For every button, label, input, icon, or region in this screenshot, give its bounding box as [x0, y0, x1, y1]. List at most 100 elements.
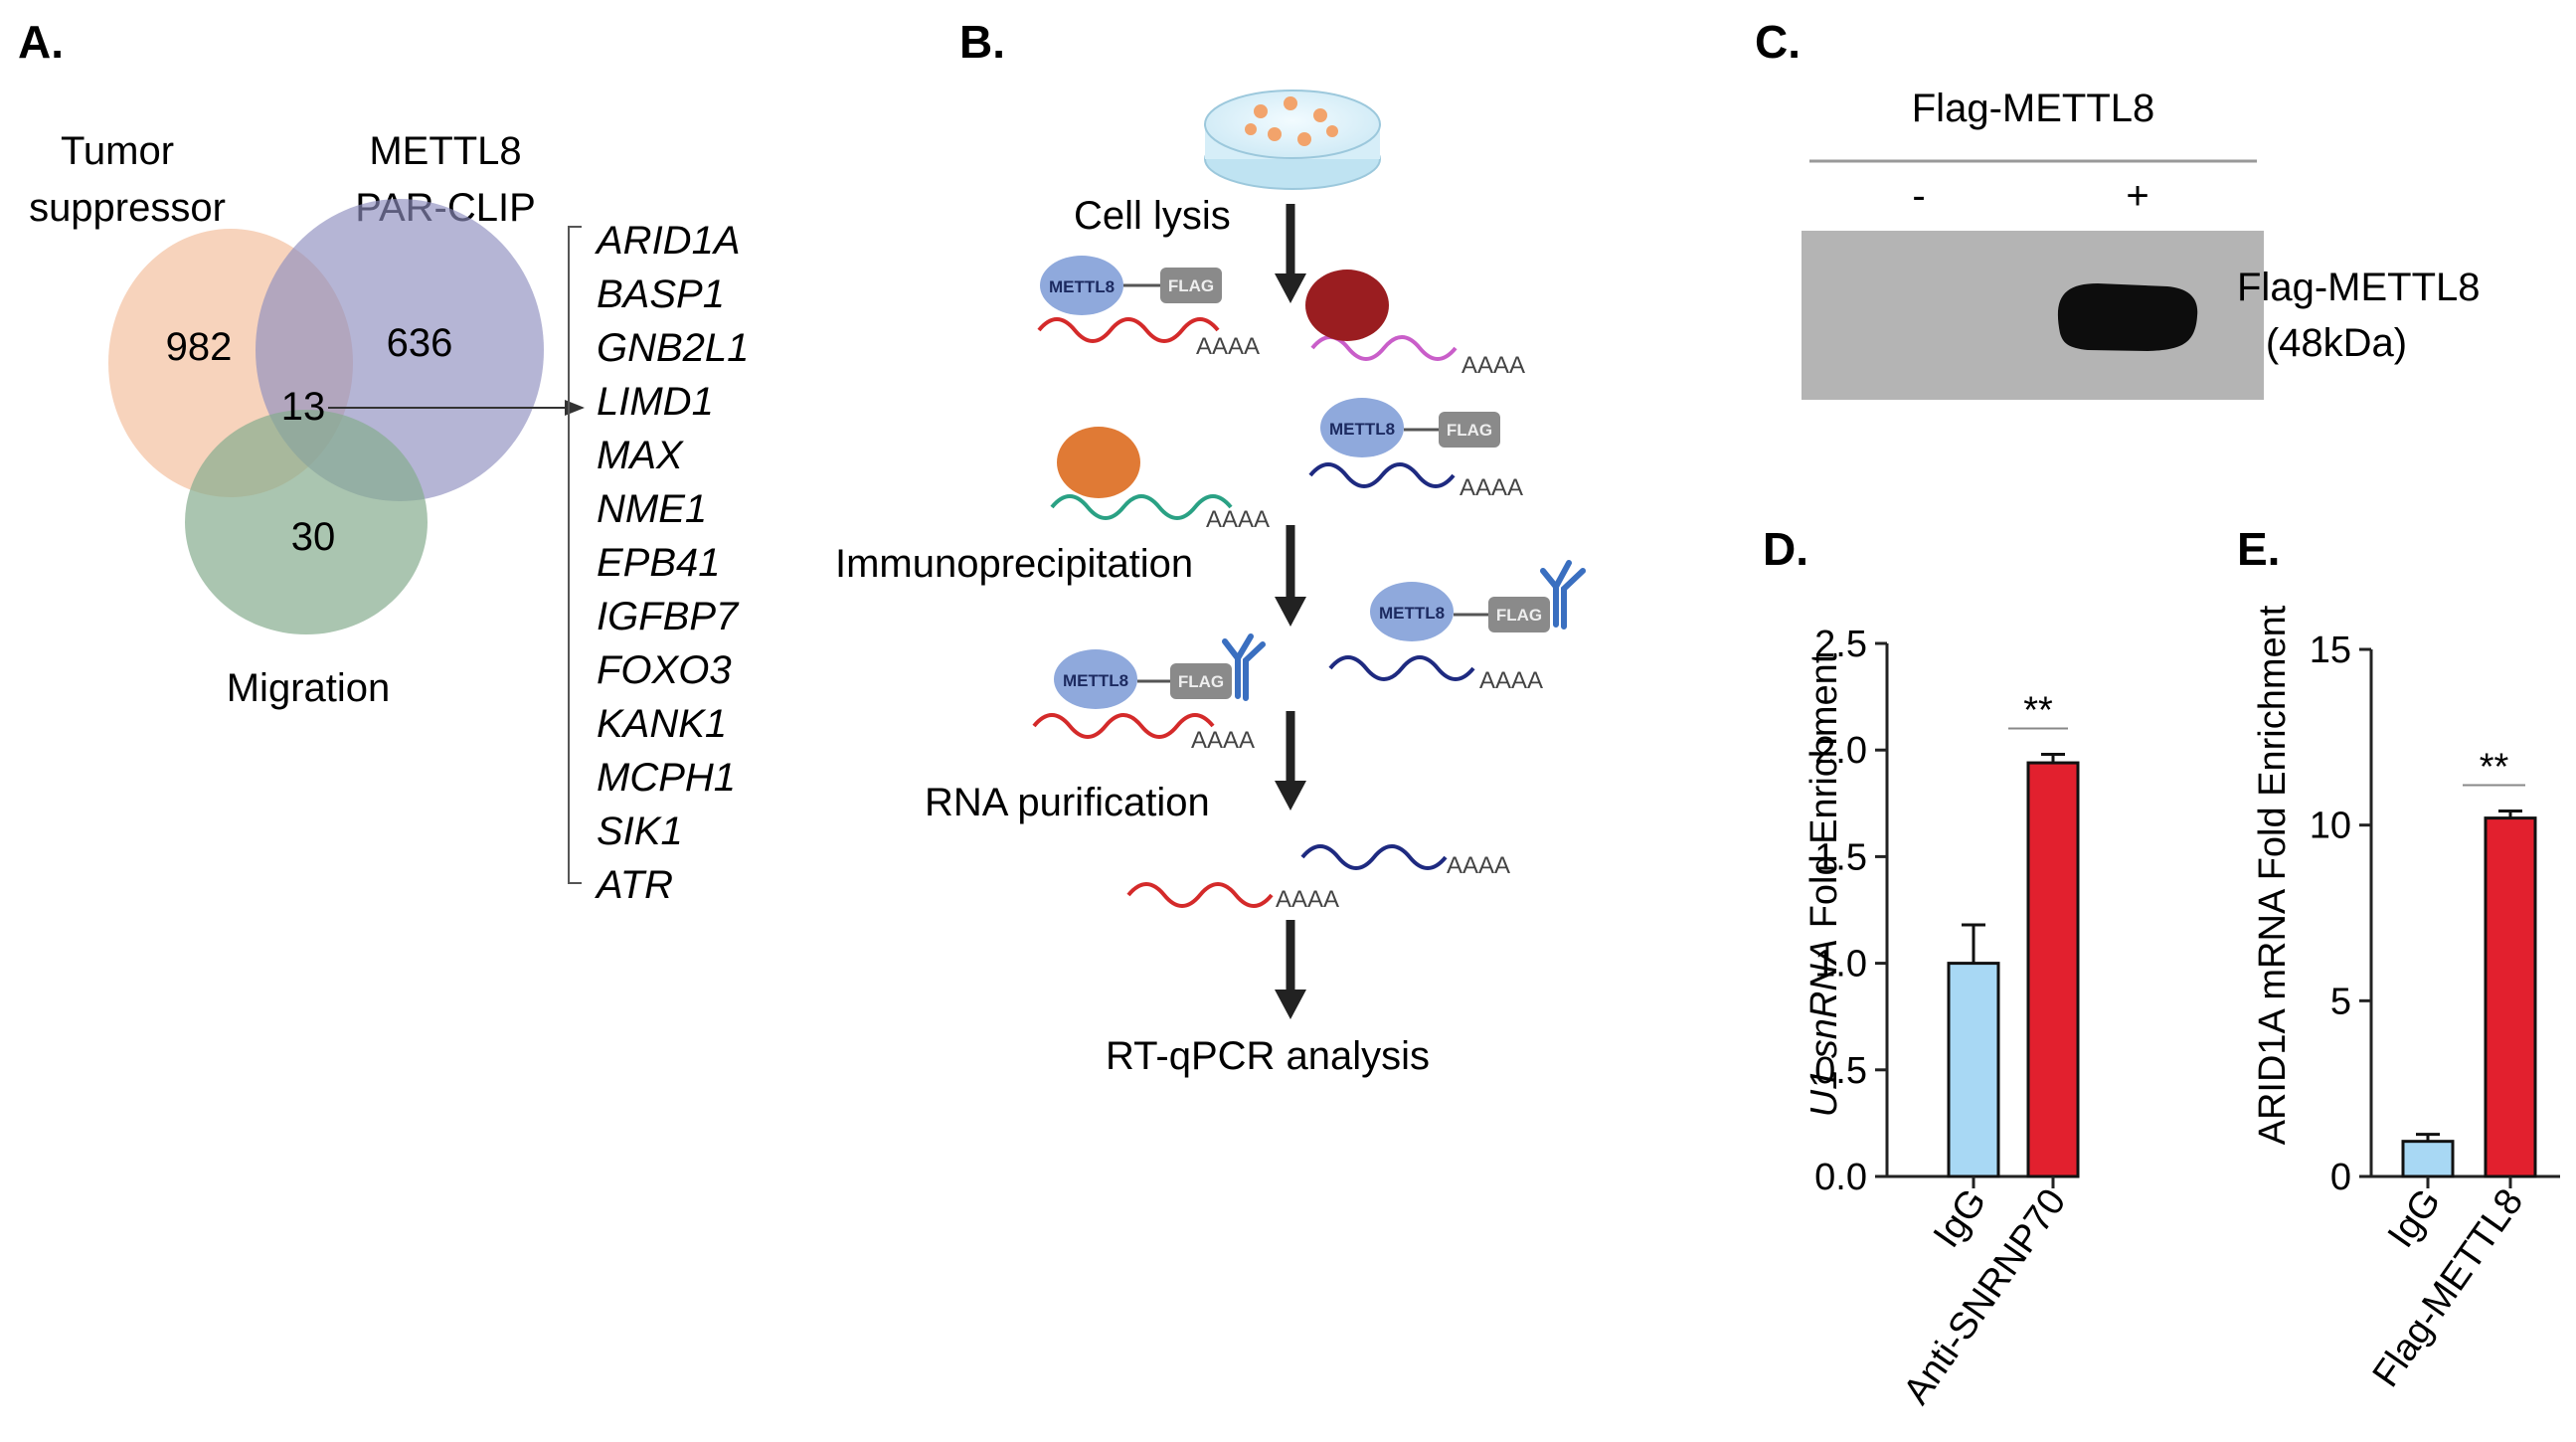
gene-item: ARID1A [595, 219, 741, 263]
antibody-icon [1540, 560, 1586, 630]
chart-d-bar [2026, 761, 2080, 1178]
gene-item: NME1 [597, 487, 707, 531]
protein-label: METTL8 [1049, 277, 1115, 296]
mettl8-flag-complex-2: AAAA METTL8 FLAG [1308, 398, 1523, 501]
gene-item: KANK1 [597, 702, 727, 746]
gene-item: IGFBP7 [597, 595, 740, 638]
venn-count-migration: 30 [291, 515, 336, 559]
panel-b: B. Cell lysis Immunoprecipitation RNA pu… [835, 16, 1586, 1078]
tag-label: FLAG [1496, 606, 1542, 625]
venn-circle-migration [185, 410, 428, 634]
panel-c: C. Flag-METTL8 - + Flag-METTL8 (48kDa) [1755, 16, 2481, 400]
gene-item: BASP1 [597, 272, 725, 316]
chart-e-x-tick-label: IgG [2380, 1181, 2450, 1255]
band-label-line2: (48kDa) [2266, 321, 2407, 365]
venn-count-triple: 13 [281, 385, 326, 429]
chart-d-ylabel: U1 snRNA Fold Enrichment [1803, 652, 1845, 1117]
panel-d-label: D. [1763, 523, 1808, 575]
purified-rna-red: AAAA [1126, 882, 1339, 913]
chart-d-ylabel-italic: U1 snRNA [1803, 939, 1845, 1118]
ip-complex-blue: AAAA METTL8 FLAG [1328, 560, 1586, 694]
venn-label-parclip-line1: METTL8 [369, 129, 521, 173]
chart-e-significance-label: ** [2480, 747, 2509, 789]
other-rbp-complex-1: AAAA [1305, 270, 1525, 379]
protein-label: METTL8 [1329, 420, 1395, 439]
venn-label-migration: Migration [227, 666, 391, 710]
rna-strand-red [1037, 317, 1220, 343]
polya-tail: AAAA [1447, 852, 1510, 879]
polya-tail: AAAA [1276, 886, 1339, 913]
chart-e-y-tick-label: 5 [2330, 981, 2351, 1022]
polya-tail: AAAA [1196, 333, 1260, 360]
mettl8-protein-icon [1054, 649, 1137, 709]
chart-e-y-tick-label: 10 [2310, 806, 2351, 847]
chart-d-y-tick-label: 2.0 [1814, 730, 1867, 772]
gene-list: ARID1A BASP1 GNB2L1 LIMD1 MAX NME1 EPB41… [595, 219, 749, 907]
venn-count-tumor: 982 [166, 325, 233, 369]
mettl8-protein-icon [1320, 398, 1404, 457]
polya-tail: AAAA [1461, 352, 1525, 379]
gene-item: EPB41 [597, 541, 721, 585]
lane-minus: - [1912, 174, 1925, 218]
venn-label-tumor-line1: Tumor [61, 129, 174, 173]
mettl8-protein-icon [1370, 582, 1454, 641]
step-immunoprecipitation: Immunoprecipitation [835, 542, 1193, 586]
flag-tag-icon [1488, 597, 1550, 632]
protein-label: METTL8 [1379, 604, 1445, 623]
blot-header: Flag-METTL8 [1912, 87, 2155, 130]
step-arrow-2-head-icon [1275, 597, 1306, 627]
mettl8-protein-icon [1040, 256, 1123, 315]
gene-list-bracket [568, 226, 582, 884]
gene-item: ATR [595, 863, 673, 907]
chart-e-x-tick-label: Flag-METTL8 [2365, 1181, 2532, 1394]
mettl8-flag-complex-1: AAAA METTL8 FLAG [1037, 256, 1260, 360]
purified-rna-blue: AAAA [1300, 844, 1510, 879]
gene-item: LIMD1 [597, 380, 714, 424]
western-blot-band [2057, 283, 2198, 351]
polya-tail: AAAA [1191, 727, 1255, 754]
other-protein-icon [1305, 270, 1389, 341]
chart-d-y-tick-label: 0.5 [1814, 1050, 1867, 1092]
panel-a-label: A. [18, 16, 64, 68]
venn-count-parclip: 636 [387, 321, 453, 365]
tag-label: FLAG [1178, 672, 1224, 691]
lane-plus: + [2126, 174, 2148, 218]
chart-e-bar [2484, 816, 2537, 1178]
gene-item: FOXO3 [597, 648, 732, 692]
chart-e-y-tick-label: 15 [2310, 630, 2351, 671]
chart-d-y-tick-label: 1.5 [1814, 836, 1867, 878]
chart-d-y-tick-label: 2.5 [1814, 624, 1867, 665]
tag-label: FLAG [1447, 421, 1492, 440]
panel-a: A. Tumor suppressor METTL8 PAR-CLIP 982 … [18, 16, 749, 907]
chart-e-bar [2401, 1140, 2455, 1178]
flag-tag-icon [1160, 268, 1222, 303]
band-label-line1: Flag-METTL8 [2237, 266, 2481, 309]
step-rt-qpcr: RT-qPCR analysis [1106, 1034, 1430, 1078]
chart-e-ylabel: ARID1A mRNA Fold Enrichment [2252, 605, 2294, 1145]
flag-tag-icon [1439, 412, 1500, 448]
chart-d-y-tick-label: 1.0 [1814, 944, 1867, 986]
chart-d-y-tick-label: 0.0 [1814, 1157, 1867, 1198]
chart-d-x-tick-label: IgG [1926, 1181, 1995, 1255]
chart-d-bar [1947, 962, 2000, 1178]
step-arrow-3-head-icon [1275, 781, 1306, 811]
panel-b-label: B. [959, 16, 1005, 68]
tag-label: FLAG [1168, 276, 1214, 295]
gene-item: GNB2L1 [597, 326, 749, 370]
step-arrow-1-head-icon [1275, 273, 1306, 303]
gene-item: SIK1 [597, 810, 683, 853]
gene-item: MAX [597, 434, 684, 477]
venn-label-tumor-line2: suppressor [29, 186, 226, 230]
chart-d-ylabel-rest: Fold Enrichment [1803, 652, 1845, 928]
step-arrow-4-head-icon [1275, 990, 1306, 1019]
ip-complex-red: AAAA METTL8 FLAG [1032, 633, 1266, 754]
antibody-icon [1222, 633, 1266, 701]
petri-dish-icon [1204, 90, 1381, 190]
flag-tag-icon [1170, 663, 1232, 699]
